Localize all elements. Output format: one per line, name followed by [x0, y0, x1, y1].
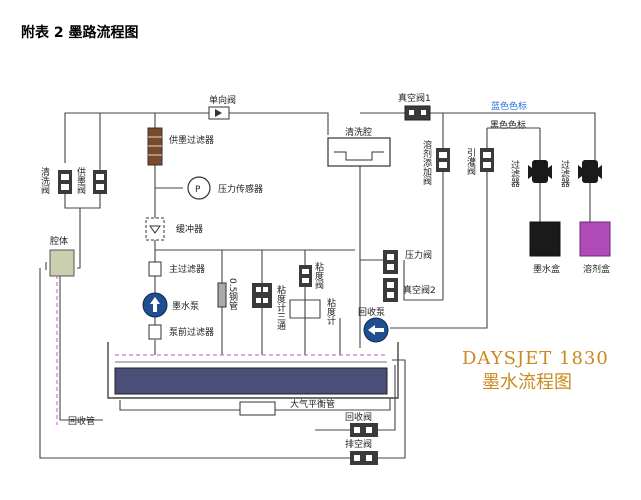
- solvent-add-valve: [436, 148, 450, 172]
- drain-valve: [350, 451, 378, 465]
- label-filter-right: 过滤器: [559, 159, 570, 187]
- ink-tank: [107, 342, 399, 399]
- cleaning-chamber: [327, 137, 391, 167]
- label-pressure-sensor: 压力传感器: [218, 183, 263, 195]
- brand-line-2: 墨水流程图: [482, 372, 572, 393]
- vacuum-valve-2: [383, 278, 398, 302]
- label-black-mark: 黑色色标: [490, 119, 526, 131]
- label-recovery-pump: 回收泵: [358, 306, 385, 318]
- viscometer-valve: [299, 265, 312, 287]
- filter-right: [578, 160, 602, 183]
- label-drain-valve: 排空阀: [345, 438, 372, 450]
- label-ink-box: 墨水盒: [533, 263, 560, 275]
- brand-line-1: DAYSJET 1830: [462, 348, 609, 369]
- steel-pipe: [217, 282, 227, 308]
- vacuum-valve-1: [404, 105, 431, 121]
- pressure-sensor: [187, 176, 211, 200]
- ink-box: [529, 221, 561, 257]
- solvent-box: [579, 221, 611, 257]
- prime-valve: [480, 148, 494, 172]
- label-viscometer-tee: 粘度计三通: [275, 284, 286, 331]
- pre-pump-filter: [148, 324, 162, 340]
- ink-pump: [142, 292, 168, 318]
- ink-supply-valve: [93, 170, 107, 194]
- flush-valve: [58, 170, 72, 194]
- label-ink-pump: 墨水泵: [172, 300, 199, 312]
- buffer: [145, 217, 165, 241]
- label-recovery-valve: 回收阀: [345, 411, 372, 423]
- label-steel-pipe: 0.5钢管: [227, 278, 238, 310]
- label-blue-mark: 蓝色色标: [491, 100, 527, 112]
- label-cavity: 腔体: [50, 235, 68, 247]
- label-filter-left: 过滤器: [509, 159, 520, 187]
- label-recovery-pipe: 回收管: [68, 415, 95, 427]
- recovery-valve: [350, 423, 378, 437]
- label-flush-valve: 清洗阀: [39, 166, 50, 195]
- label-solvent-add-valve: 溶剂添加阀: [421, 139, 432, 186]
- pressure-valve: [383, 250, 398, 274]
- recovery-pump: [363, 317, 389, 343]
- label-viscometer: 粘度计: [325, 297, 336, 326]
- label-cleaning-chamber: 清洗腔: [345, 126, 372, 138]
- label-main-filter: 主过滤器: [169, 263, 205, 275]
- atmos-balance-pipe: [239, 401, 276, 416]
- label-ink-supply-filter: 供墨过滤器: [169, 134, 214, 146]
- label-ink-supply-valve: 供墨阀: [75, 166, 86, 195]
- cavity: [49, 249, 75, 277]
- ink-supply-filter: [147, 127, 163, 166]
- label-prime-valve: 引灌阀: [465, 148, 476, 176]
- label-vacuum-valve-2: 真空阀2: [403, 284, 436, 296]
- label-atmos-balance-pipe: 大气平衡管: [290, 398, 335, 410]
- suction-lines: [56, 275, 388, 425]
- viscometer-tee: [252, 283, 272, 308]
- page-title: 附表 2 墨路流程图: [21, 25, 139, 41]
- label-viscometer-valve: 粘度阀: [313, 261, 324, 290]
- label-pre-pump-filter: 泵前过滤器: [169, 326, 214, 338]
- label-solvent-box: 溶剂盒: [583, 263, 610, 275]
- label-check-valve: 单向阀: [209, 94, 236, 106]
- check-valve: [208, 106, 230, 120]
- main-filter: [148, 261, 162, 277]
- pipe-network: [39, 112, 596, 459]
- pressure-sensor-symbol: P: [195, 185, 201, 195]
- label-buffer: 缓冲器: [176, 223, 203, 235]
- label-vacuum-valve-1: 真空阀1: [398, 92, 431, 104]
- filter-left: [528, 160, 552, 183]
- label-pressure-valve: 压力阀: [405, 249, 432, 261]
